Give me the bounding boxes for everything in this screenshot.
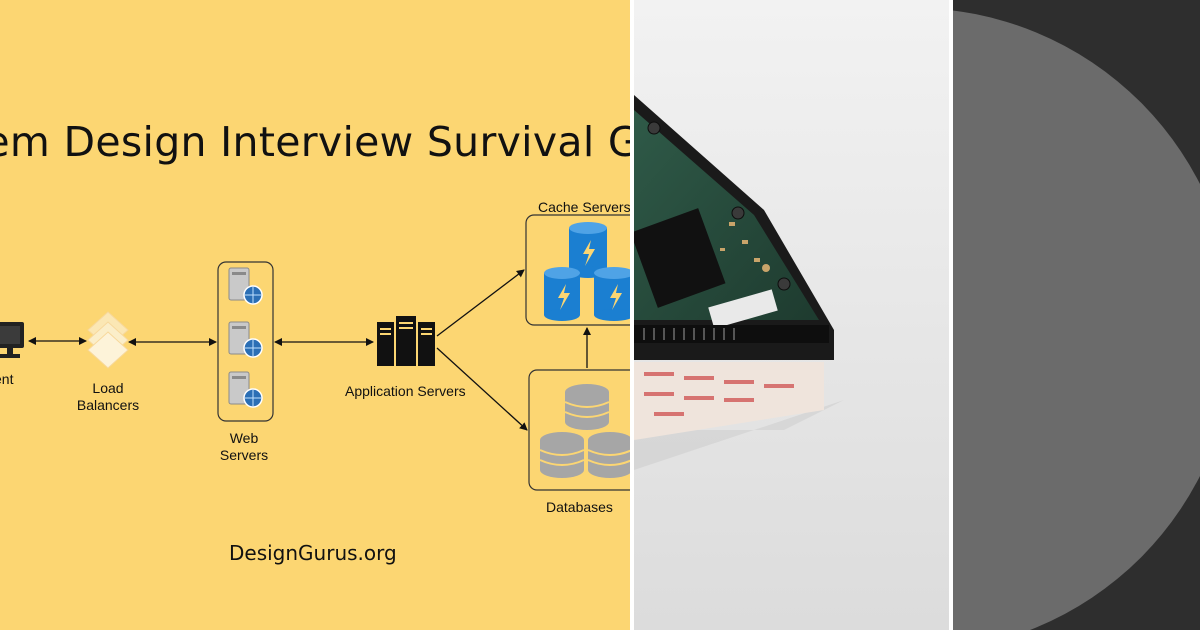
web-server-icon bbox=[228, 371, 263, 408]
databases-group bbox=[528, 369, 630, 491]
database-stack-icon bbox=[539, 432, 585, 478]
load-balancer-icon bbox=[87, 311, 129, 369]
hard-drive-image bbox=[634, 0, 949, 630]
site-footer: DesignGurus.org bbox=[229, 541, 397, 565]
client-label: ent bbox=[0, 371, 14, 387]
architecture-diagram bbox=[0, 214, 630, 491]
panel-divider bbox=[949, 0, 953, 630]
application-servers-label: Application Servers bbox=[345, 383, 466, 399]
cache-cylinder-icon bbox=[569, 222, 607, 278]
monitor-icon bbox=[0, 322, 24, 358]
load-balancers-label: Load Balancers bbox=[76, 380, 140, 413]
cache-servers-group bbox=[525, 214, 630, 326]
web-servers-label: Web Servers bbox=[219, 430, 269, 463]
database-stack-icon bbox=[587, 432, 630, 478]
cache-servers-label: Cache Servers bbox=[538, 199, 630, 215]
page-title: tem Design Interview Survival G bbox=[0, 118, 630, 166]
cache-cylinder-icon bbox=[544, 267, 580, 321]
app-server-icon bbox=[377, 316, 435, 366]
hard-drive-photo bbox=[634, 0, 949, 630]
diagram-panel: tem Design Interview Survival G bbox=[0, 0, 630, 630]
database-stack-icon bbox=[564, 384, 610, 430]
web-server-icon bbox=[228, 267, 263, 305]
web-server-icon bbox=[228, 321, 263, 358]
web-servers-group bbox=[217, 261, 274, 422]
cache-cylinder-icon bbox=[594, 267, 630, 321]
connector-arrows bbox=[28, 269, 591, 431]
databases-label: Databases bbox=[546, 499, 613, 515]
abstract-circle-panel bbox=[953, 0, 1200, 630]
panel-divider bbox=[630, 0, 634, 630]
abstract-circle-graphic bbox=[953, 0, 1200, 630]
